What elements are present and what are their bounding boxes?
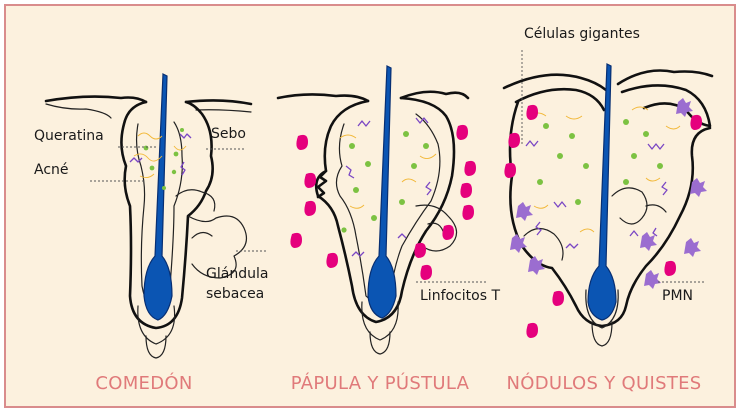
skin-surface-2 <box>278 92 468 101</box>
sebum-dot <box>557 153 563 159</box>
caption-nodulos-quistes: NÓDULOS Y QUISTES <box>506 372 701 394</box>
label-pmn: PMN <box>662 288 693 304</box>
sebum-dot <box>423 143 429 149</box>
sebum-dot <box>341 227 346 232</box>
sebum-dot <box>403 131 409 137</box>
sebum-dot <box>583 163 589 169</box>
sebum-dot <box>623 119 629 125</box>
bacteria-3 <box>526 141 667 248</box>
label-glandula: Glándula <box>206 266 268 282</box>
label-linfocitos: Linfocitos T <box>420 288 500 304</box>
label-sebacea: sebacea <box>206 286 264 302</box>
hair-shaft-3 <box>588 64 616 320</box>
sebum-dot <box>399 199 405 205</box>
panel-comedon: Queratina Acné Sebo Glándula sebacea COM… <box>34 74 268 394</box>
sebum-dot <box>411 163 417 169</box>
sebum-dot <box>150 166 155 171</box>
hair-shaft-2 <box>368 66 396 318</box>
sebum-dot <box>631 153 637 159</box>
diagram-frame: Queratina Acné Sebo Glándula sebacea COM… <box>4 4 736 408</box>
acne-stages-diagram: Queratina Acné Sebo Glándula sebacea COM… <box>6 6 738 410</box>
caption-comedon: COMEDÓN <box>95 372 192 394</box>
sebum-dot <box>569 133 575 139</box>
sebum-dot <box>365 161 371 167</box>
label-celulas-gigantes: Células gigantes <box>524 26 640 42</box>
panel-papula-pustula: Linfocitos T PÁPULA Y PÚSTULA <box>278 66 500 394</box>
sebum-dot <box>172 170 176 174</box>
sebum-dot <box>353 187 359 193</box>
skin-surface-1-lower <box>46 104 251 118</box>
sebum-dot <box>162 186 166 190</box>
panel-nodulos-quistes: Células gigantes PMN NÓDULOS Y QUISTES <box>504 26 712 394</box>
sebum-dot <box>543 123 549 129</box>
sebum-dot <box>643 131 649 137</box>
sebum-dot <box>575 199 581 205</box>
cyst-cavity-3 <box>524 188 666 260</box>
sebum-dot <box>371 215 377 221</box>
hair-shaft-1 <box>144 74 172 320</box>
label-sebo: Sebo <box>211 126 246 142</box>
sebum-dot <box>180 128 184 132</box>
skin-surface-1 <box>46 97 251 104</box>
sebum-dot <box>537 179 543 185</box>
sebum-dot <box>144 146 149 151</box>
caption-papula-pustula: PÁPULA Y PÚSTULA <box>291 372 470 394</box>
label-acne: Acné <box>34 162 69 178</box>
sebum-dot <box>623 179 629 185</box>
label-queratina: Queratina <box>34 128 104 144</box>
sebum-dot <box>174 152 179 157</box>
sebum-dot <box>657 163 663 169</box>
sebum-dot <box>349 143 355 149</box>
